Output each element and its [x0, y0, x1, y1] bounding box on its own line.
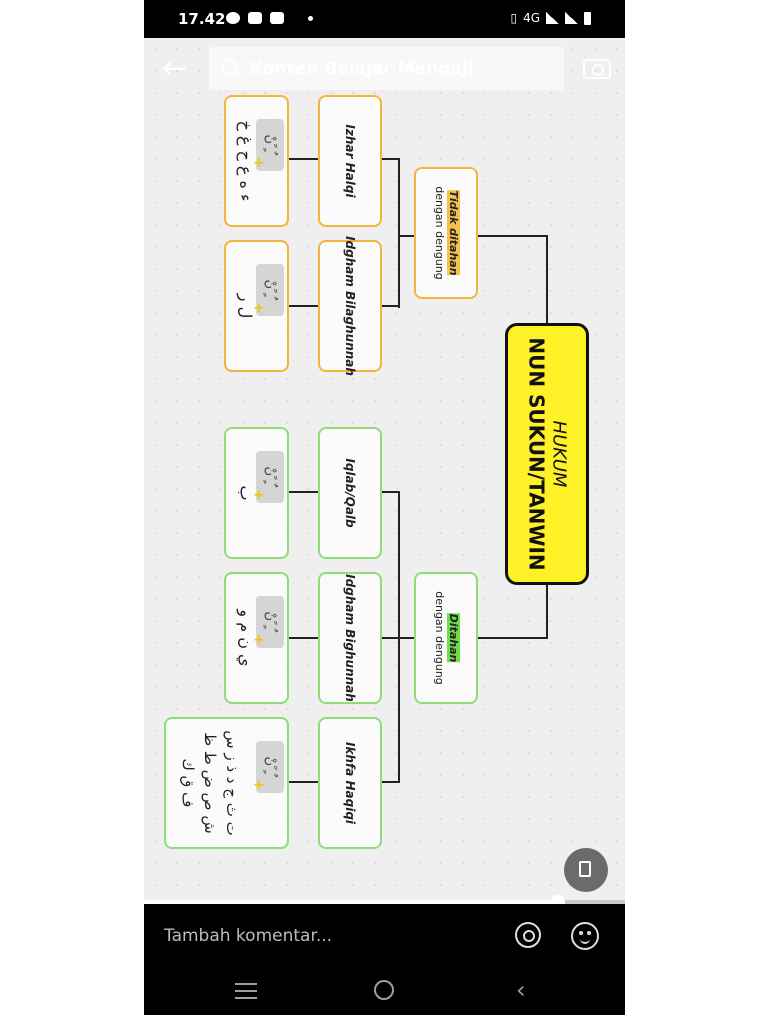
more-notifications-dot-icon [308, 16, 313, 21]
network-type: 4G [523, 11, 540, 25]
root-subtitle: NUN SUKUN/TANWIN [524, 337, 549, 571]
plus-icon: + [253, 632, 265, 648]
connector-line [289, 158, 319, 160]
vibrate-icon: ▯ [510, 11, 518, 25]
rule-node-iqlab: Iqlab/Qalb [318, 427, 382, 559]
battery-icon [584, 11, 591, 25]
emoji-icon[interactable] [571, 922, 599, 950]
branch-highlight: Tidak ditahan [447, 190, 460, 276]
arabic-letters: ي ن م و [236, 609, 256, 667]
branch-node-tidak-ditahan: Tidak ditahan dengan dengung [414, 167, 478, 299]
nun-sukun-symbol: نْ ً ٍ ٌ [256, 741, 284, 793]
nun-sukun-symbol: نْ ً ٍ ٌ [256, 119, 284, 171]
connector-line [289, 781, 319, 783]
system-nav-bar: ‹ [144, 968, 625, 1015]
letters-node-idgham-bilaghunnah: نْ ً ٍ ٌ + ل ر [224, 240, 289, 372]
status-bar: 17.42 ▯ 4G [144, 0, 625, 38]
mail-notification-icon-2 [270, 12, 284, 24]
connector-line [382, 158, 400, 160]
connector-line [398, 637, 414, 639]
signal-icon-2 [565, 12, 578, 24]
signal-icon [546, 12, 559, 24]
arabic-letters: ب [236, 485, 256, 501]
clock: 17.42 [178, 10, 226, 28]
top-bar: ← Konten Belajar Mengaji [144, 38, 625, 102]
connector-line [546, 235, 548, 325]
connector-line [289, 491, 319, 493]
connector-line [289, 305, 319, 307]
nun-sukun-symbol: نْ ً ٍ ٌ [256, 264, 284, 316]
branch-label: dengan dengung [433, 186, 446, 280]
plus-icon: + [253, 155, 265, 171]
rule-label: Idgham Bilaghunnah [343, 236, 357, 376]
connector-line [289, 637, 319, 639]
connector-line [382, 305, 400, 307]
nun-sukun-symbol: نْ ً ٍ ٌ [256, 596, 284, 648]
connector-line [546, 585, 548, 638]
arabic-letters: ل ر [236, 293, 256, 319]
branch-label: dengan dengung [433, 591, 446, 685]
letters-node-iqlab: نْ ً ٍ ٌ + ب [224, 427, 289, 559]
arabic-letters: ت ث ج د ذ ز س ش ص ض ط ظ ف ق ك [179, 730, 241, 836]
connector-line [478, 637, 548, 639]
mail-notification-icon [248, 12, 262, 24]
chat-notification-icon [226, 12, 240, 24]
rule-label: Ikhfa Haqiqi [343, 741, 357, 825]
comment-input[interactable]: Tambah komentar... [164, 926, 333, 946]
progress-fill [144, 900, 558, 904]
arabic-letters: ء ه ع ح غ خ [236, 120, 256, 202]
search-input[interactable]: Konten Belajar Mengaji [250, 59, 474, 79]
mention-icon[interactable] [515, 922, 541, 948]
plus-icon: + [253, 300, 265, 316]
rule-node-izhar-halqi: Izhar Halqi [318, 95, 382, 227]
home-icon[interactable] [374, 980, 394, 1000]
letters-node-idgham-bighunnah: نْ ً ٍ ٌ + ي ن م و [224, 572, 289, 704]
letters-node-ikhfa: نْ ً ٍ ٌ + ت ث ج د ذ ز س ش ص ض ط ظ ف ق ك [164, 717, 289, 849]
notes-button[interactable] [564, 848, 608, 892]
recent-apps-icon[interactable] [235, 983, 257, 999]
back-arrow-icon[interactable]: ← [162, 51, 188, 86]
nun-sukun-symbol: نْ ً ٍ ٌ [256, 451, 284, 503]
branch-node-ditahan: Ditahan dengan dengung [414, 572, 478, 704]
connector-line [382, 491, 400, 493]
document-icon [579, 861, 591, 877]
video-content[interactable]: HUKUM NUN SUKUN/TANWIN Tidak ditahan den… [144, 38, 625, 904]
rule-node-ikhfa-haqiqi: Ikhfa Haqiqi [318, 717, 382, 849]
letters-node-izhar: نْ ً ٍ ٌ + ء ه ع ح غ خ [224, 95, 289, 227]
search-bar[interactable]: Konten Belajar Mengaji [209, 47, 564, 90]
connector-line [398, 158, 400, 308]
nav-back-icon[interactable]: ‹ [516, 976, 526, 1004]
root-title: HUKUM [548, 420, 570, 488]
rule-label: Izhar Halqi [343, 124, 357, 198]
connector-line [382, 637, 400, 639]
root-node-hukum: HUKUM NUN SUKUN/TANWIN [505, 323, 589, 585]
plus-icon: + [253, 777, 265, 793]
progress-handle[interactable] [550, 895, 565, 904]
search-icon [221, 59, 237, 75]
rule-node-idgham-bilaghunnah: Idgham Bilaghunnah [318, 236, 382, 376]
rule-node-idgham-bighunnah: Idgham Bighunnah [318, 572, 382, 704]
connector-line [478, 235, 548, 237]
phone-screen: 17.42 ▯ 4G [144, 0, 625, 1015]
branch-highlight: Ditahan [447, 613, 460, 663]
camera-icon[interactable] [583, 59, 611, 79]
comment-bar: Tambah komentar... [144, 904, 625, 968]
plus-icon: + [253, 487, 265, 503]
rule-label: Idgham Bighunnah [343, 574, 357, 702]
connector-line [398, 235, 414, 237]
status-right-icons: ▯ 4G [510, 11, 591, 25]
video-progress-bar[interactable] [144, 895, 625, 904]
rule-label: Iqlab/Qalb [343, 458, 357, 528]
connector-line [382, 781, 400, 783]
